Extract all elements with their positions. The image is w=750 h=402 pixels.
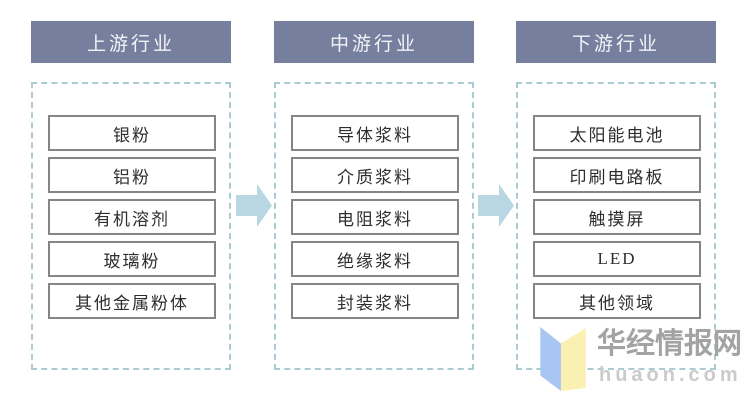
right-arrow-icon [236,184,272,227]
item-box: 印刷电路板 [533,157,701,193]
item-box: 其他金属粉体 [48,283,216,319]
item-box: LED [533,241,701,277]
column-header-midstream: 中游行业 [274,21,474,63]
column-container-upstream: 银粉 铝粉 有机溶剂 玻璃粉 其他金属粉体 [31,82,231,370]
right-arrow-icon [478,184,514,227]
column-header-downstream: 下游行业 [516,21,716,63]
watermark-domain-text: huaon.com [599,364,742,386]
item-box: 封装浆料 [291,283,459,319]
item-box: 有机溶剂 [48,199,216,235]
item-box: 导体浆料 [291,115,459,151]
item-box: 银粉 [48,115,216,151]
column-header-upstream: 上游行业 [31,21,231,63]
watermark-brand-text: 华经情报网 [597,328,743,360]
column-container-downstream: 太阳能电池 印刷电路板 触摸屏 LED 其他领域 [516,82,716,370]
item-box: 绝缘浆料 [291,241,459,277]
item-box: 介质浆料 [291,157,459,193]
item-box: 触摸屏 [533,199,701,235]
item-box: 电阻浆料 [291,199,459,235]
item-box: 玻璃粉 [48,241,216,277]
item-box: 太阳能电池 [533,115,701,151]
huaon-logo-icon [540,327,586,391]
item-box: 铝粉 [48,157,216,193]
item-box: 其他领域 [533,283,701,319]
column-container-midstream: 导体浆料 介质浆料 电阻浆料 绝缘浆料 封装浆料 [274,82,474,370]
